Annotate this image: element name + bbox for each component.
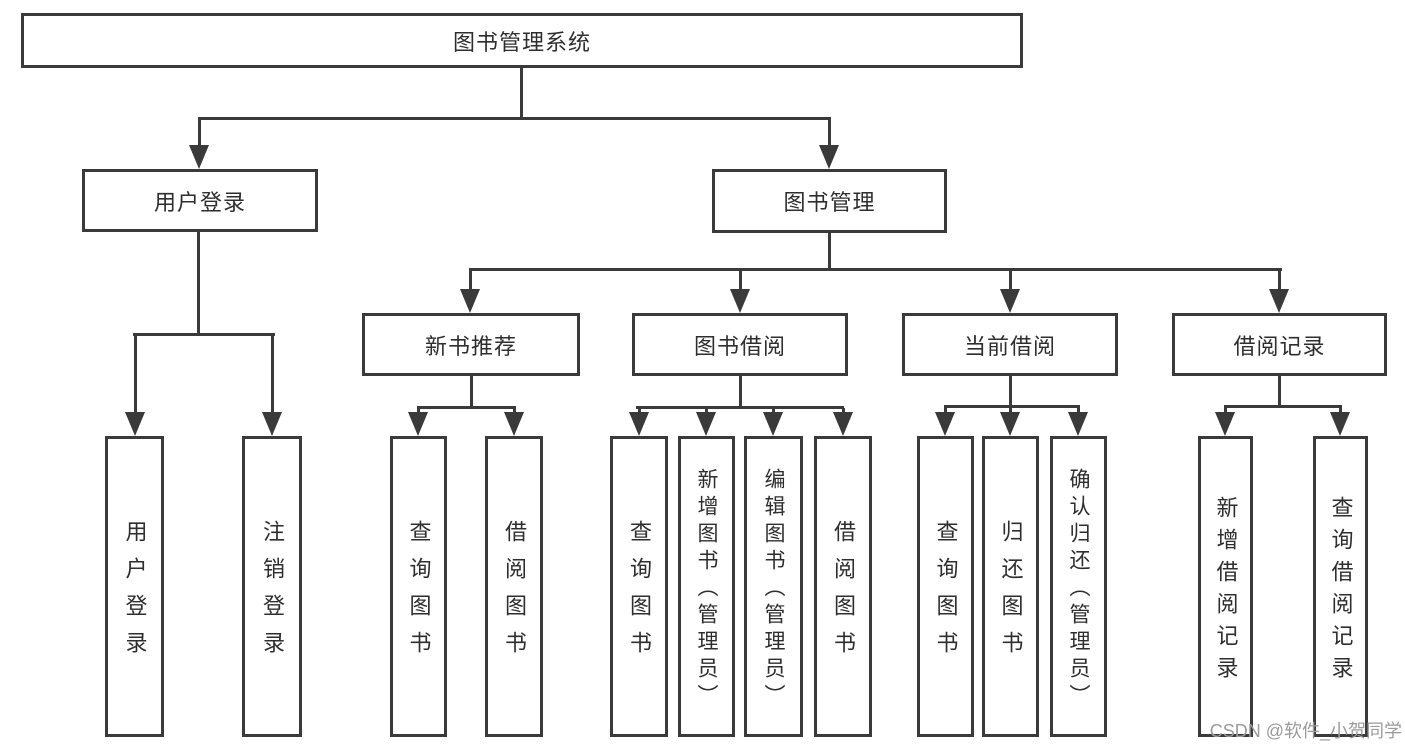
connector-arrow-down — [935, 407, 955, 436]
leaf-label: 新增图书（管理员） — [695, 468, 718, 711]
connector-arrow-down — [696, 408, 716, 436]
connector-line-v — [197, 232, 200, 336]
leaf-add-books-admin: 新增图书（管理员） — [678, 436, 735, 737]
node-book-management: 图书管理 — [712, 169, 947, 233]
leaf-label: 借阅图书 — [831, 520, 856, 668]
connector-arrow-down — [1215, 407, 1235, 436]
node-borrowing-records: 借阅记录 — [1172, 313, 1387, 376]
connector-arrow-down — [189, 119, 209, 169]
leaf-label: 查询图书 — [406, 520, 432, 668]
connector-line-h — [417, 406, 516, 409]
connector-line-v — [1009, 376, 1012, 408]
leaf-add-borrow-record: 新增借阅记录 — [1198, 436, 1253, 737]
node-new-book-recommendation: 新书推荐 — [362, 313, 580, 376]
leaf-label: 新增借阅记录 — [1213, 495, 1239, 688]
node-library-management-system: 图书管理系统 — [21, 13, 1023, 68]
connector-line-h — [1224, 405, 1342, 408]
connector-arrow-down — [504, 408, 524, 436]
connector-arrow-down — [730, 270, 750, 313]
connector-arrow-down — [1269, 270, 1289, 313]
leaf-return-books: 归还图书 — [982, 436, 1039, 737]
connector-line-h — [198, 117, 831, 120]
connector-arrow-down — [1000, 270, 1020, 313]
node-label: 借阅记录 — [1233, 333, 1326, 359]
connector-line-h — [469, 268, 1282, 271]
leaf-label: 归还图书 — [998, 520, 1024, 668]
connector-arrow-down — [460, 270, 480, 313]
node-label: 当前借阅 — [963, 333, 1056, 359]
node-label: 新书推荐 — [424, 333, 517, 359]
leaf-edit-books-admin: 编辑图书（管理员） — [744, 436, 803, 737]
leaf-borrow-books: 借阅图书 — [814, 436, 872, 737]
leaf-query-books-recommend: 查询图书 — [390, 436, 447, 737]
connector-arrow-down — [833, 408, 853, 436]
connector-line-h — [636, 406, 844, 409]
connector-arrow-down — [1068, 407, 1088, 436]
leaf-label: 用户登录 — [122, 520, 148, 668]
leaf-label: 查询图书 — [933, 520, 959, 668]
leaf-query-books-borrow: 查询图书 — [610, 436, 668, 737]
node-label: 用户登录 — [153, 189, 246, 215]
node-current-borrowing: 当前借阅 — [902, 313, 1118, 376]
leaf-confirm-return-admin: 确认归还（管理员） — [1050, 436, 1107, 737]
node-label: 图书管理 — [783, 190, 876, 215]
node-book-borrowing: 图书借阅 — [632, 313, 848, 376]
leaf-label: 借阅图书 — [502, 520, 527, 668]
node-label: 图书管理系统 — [452, 29, 591, 55]
connector-arrow-down — [408, 408, 428, 436]
connector-line-v — [739, 376, 742, 409]
connector-line-v — [828, 233, 831, 271]
connector-arrow-down — [125, 335, 145, 436]
leaf-query-books-current: 查询图书 — [917, 436, 974, 737]
leaf-label: 注销登录 — [260, 520, 285, 668]
node-label: 图书借阅 — [693, 333, 786, 359]
connector-arrow-down — [1330, 407, 1350, 436]
leaf-label: 确认归还（管理员） — [1067, 468, 1090, 711]
connector-arrow-down — [763, 408, 783, 436]
connector-line-v — [520, 68, 523, 119]
node-user-login: 用户登录 — [82, 169, 318, 232]
leaf-label: 查询借阅记录 — [1328, 495, 1354, 688]
connector-line-h — [944, 405, 1080, 408]
leaf-borrow-books-recommend: 借阅图书 — [485, 436, 543, 737]
csdn-watermark: CSDN @软件_小贺同学 — [1209, 721, 1402, 741]
connector-arrow-down — [819, 119, 839, 169]
connector-arrow-down — [629, 408, 649, 436]
connector-line-h — [133, 333, 275, 336]
leaf-label: 查询图书 — [627, 520, 652, 668]
connector-line-v — [1278, 376, 1281, 408]
connector-arrow-down — [1000, 407, 1020, 436]
leaf-user-login: 用户登录 — [105, 436, 164, 737]
connector-line-v — [470, 376, 473, 409]
leaf-label: 编辑图书（管理员） — [762, 468, 785, 711]
leaf-logout: 注销登录 — [242, 436, 302, 737]
leaf-query-borrow-record: 查询借阅记录 — [1313, 436, 1368, 737]
connector-arrow-down — [262, 335, 282, 436]
